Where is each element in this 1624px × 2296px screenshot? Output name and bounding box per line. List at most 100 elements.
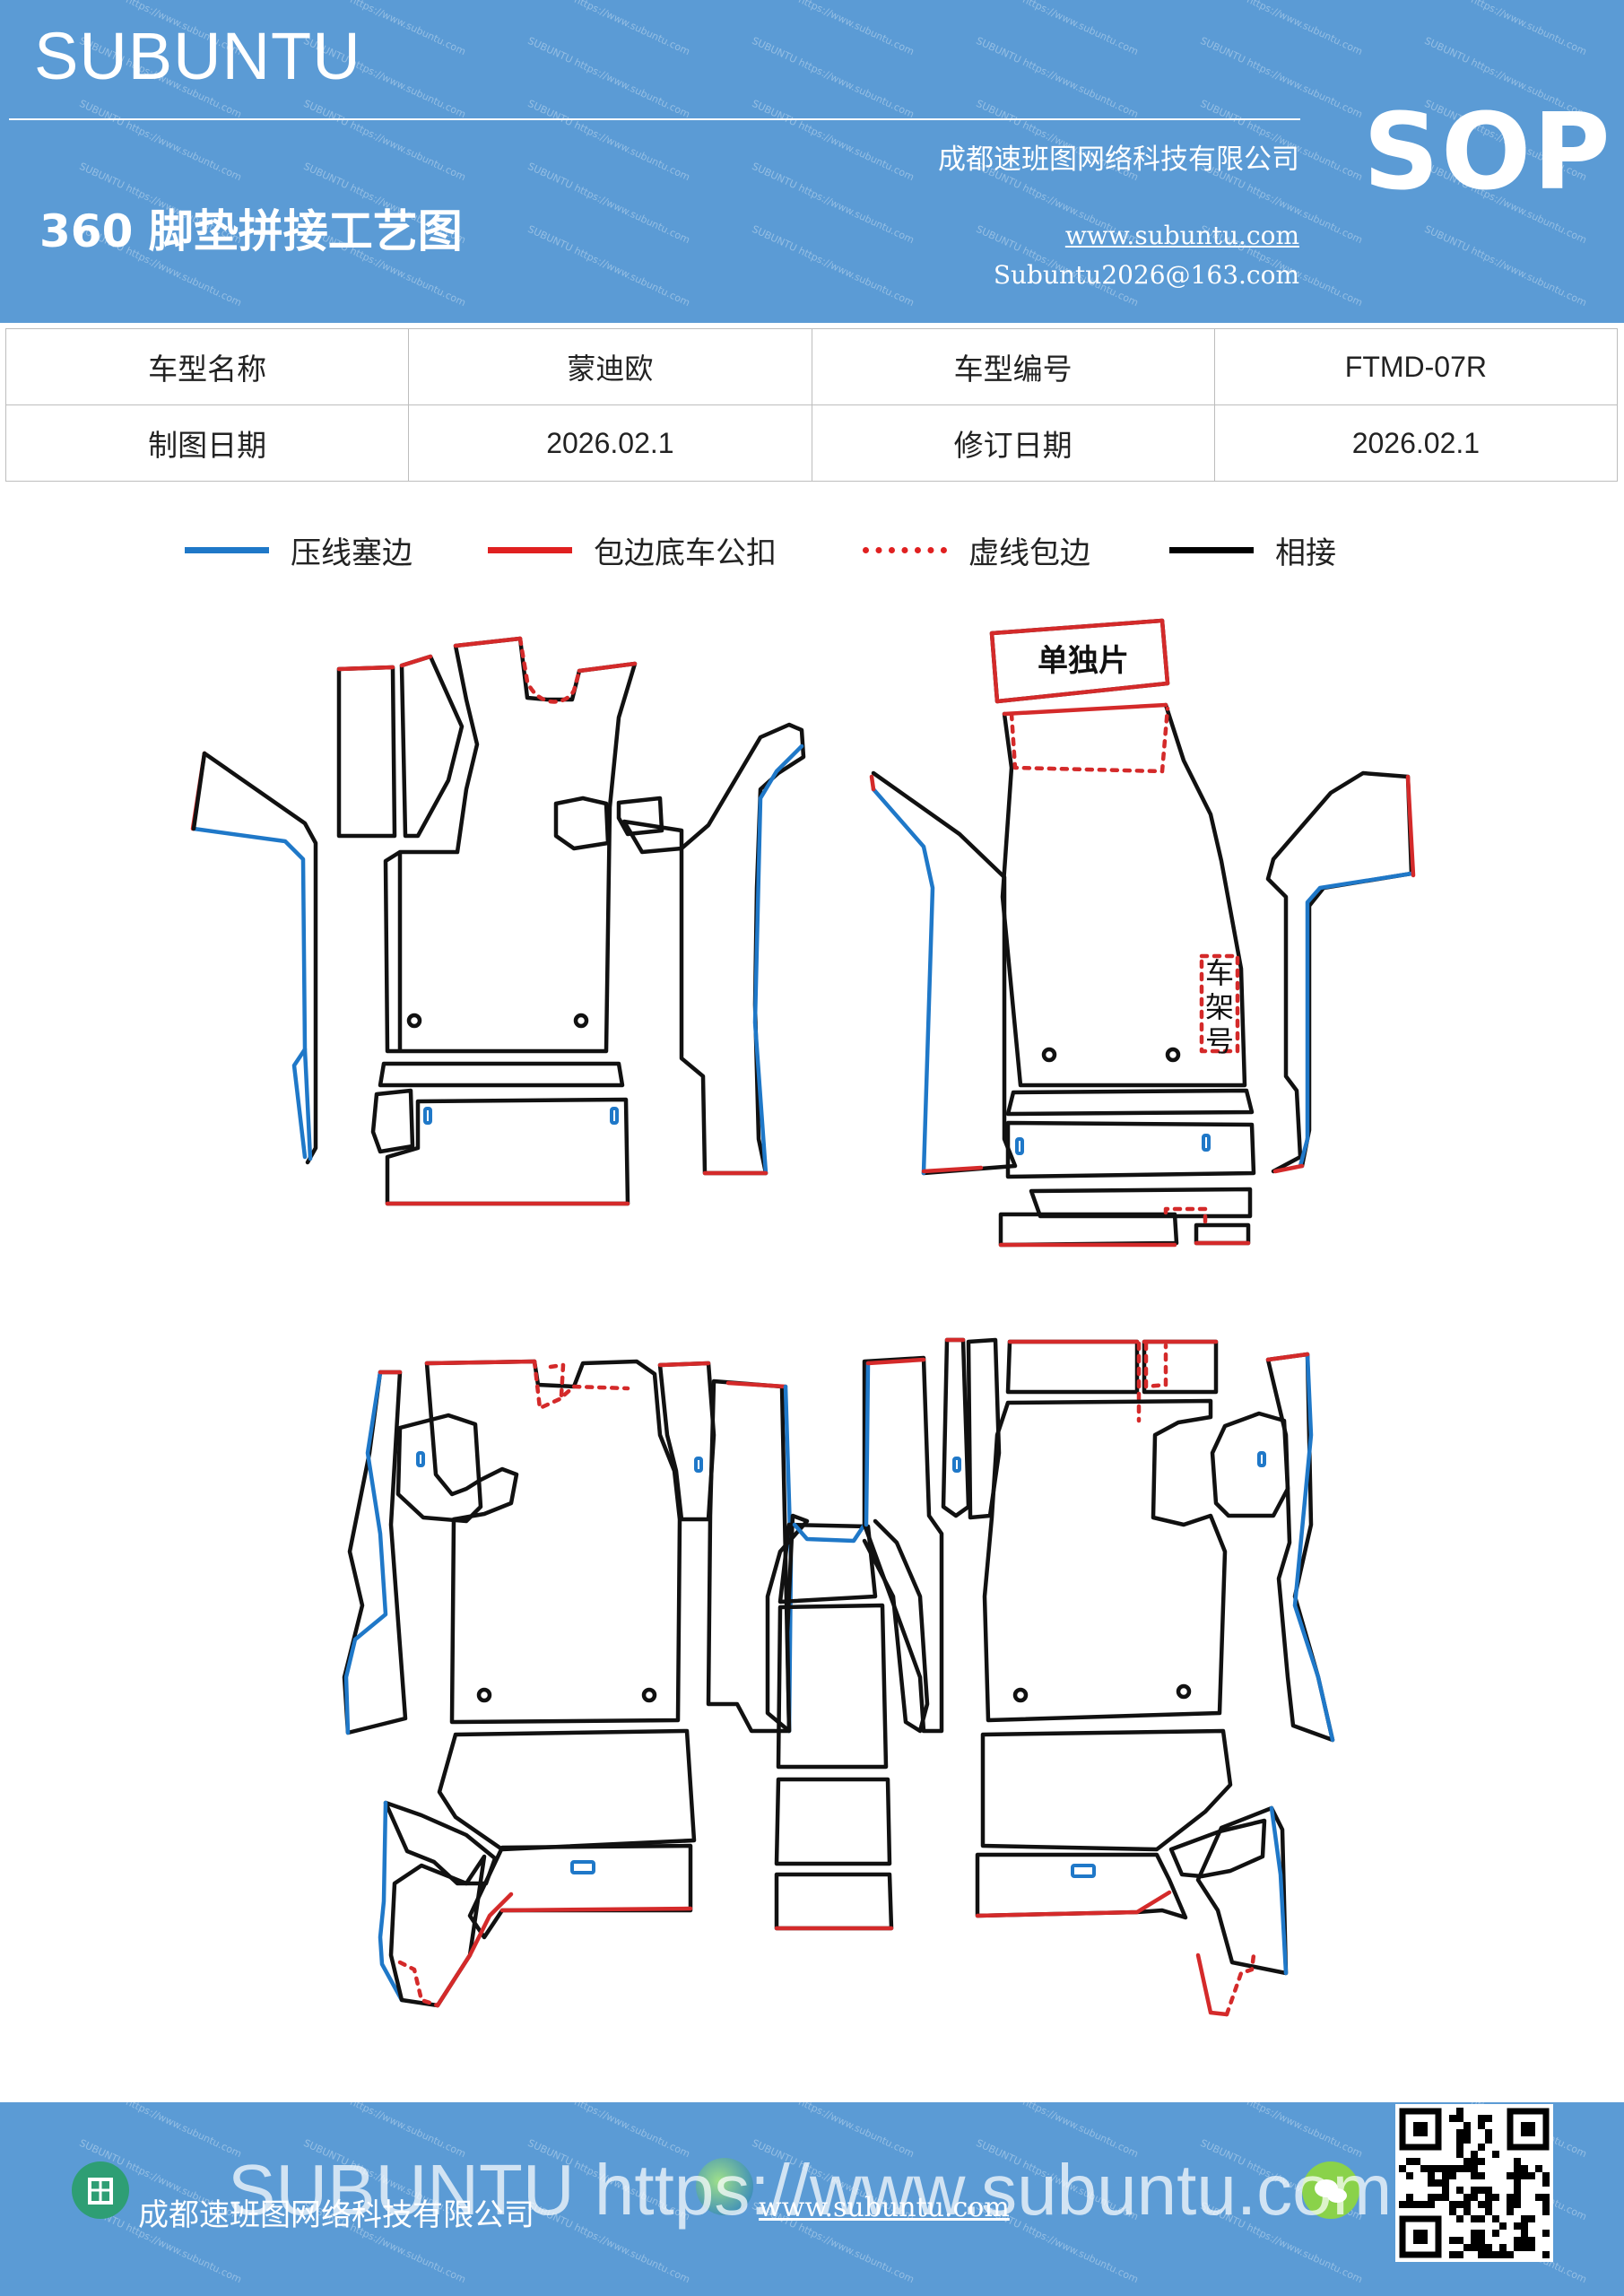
- qr-module: [1514, 2165, 1521, 2172]
- header-divider: [9, 118, 1300, 120]
- sop-badge: SOP: [1363, 90, 1612, 213]
- mat-piece-passenger-main: [1000, 702, 1247, 1088]
- qr-module: [1485, 2208, 1492, 2215]
- mat-piece-tunnel-lower: [774, 1777, 892, 1866]
- label-frame-number-1: 车: [1205, 956, 1234, 990]
- edge-wrap: [989, 618, 1170, 704]
- edge-press: [752, 744, 804, 1176]
- watermark-text: SUBUNTU https://www.subuntu.com: [525, 0, 692, 58]
- clip-slot: [423, 1107, 432, 1125]
- qr-module: [1428, 2172, 1435, 2179]
- qr-module: [1478, 2251, 1485, 2258]
- edge-dotted: [548, 1362, 566, 1398]
- qr-module: [1442, 2187, 1449, 2194]
- qr-module: [1471, 2158, 1478, 2165]
- legend-swatch-blue: [185, 546, 269, 553]
- qr-module: [1492, 2194, 1499, 2201]
- label-draw-date: 制图日期: [4, 404, 410, 482]
- qr-module: [1478, 2115, 1485, 2122]
- qr-module: [1449, 2115, 1456, 2122]
- qr-module: [1428, 2165, 1435, 2172]
- edge-press: [864, 1361, 871, 1527]
- edge-wrap: [1272, 1163, 1305, 1174]
- qr-module: [1406, 2194, 1413, 2201]
- building-icon: [72, 2161, 129, 2219]
- website-link[interactable]: www.subuntu.com: [1064, 221, 1299, 250]
- mat-piece-rear-right-top: [1005, 1339, 1140, 1395]
- mat-piece-rear-tray: [370, 1088, 415, 1154]
- edge-press: [1292, 1352, 1335, 1743]
- watermark-text: SUBUNTU https://www.subuntu.com: [750, 222, 916, 309]
- label-model-code: 车型编号: [811, 328, 1215, 405]
- edge-wrap: [869, 774, 876, 792]
- mat-hole: [476, 1687, 492, 1703]
- mat-hole: [573, 1013, 589, 1029]
- mat-piece-rear-right-strip: [941, 1337, 971, 1518]
- clip-slot: [952, 1457, 961, 1473]
- qr-module: [1478, 2201, 1485, 2208]
- qr-module: [1485, 2136, 1492, 2144]
- globe-icon: [696, 2158, 753, 2215]
- qr-module: [1471, 2165, 1478, 2172]
- edge-wrap: [921, 1165, 984, 1174]
- qr-module: [1478, 2158, 1485, 2165]
- qr-module: [1435, 2179, 1442, 2187]
- mat-piece-rear-left-sill: [706, 1378, 792, 1734]
- qr-module: [1456, 2215, 1463, 2222]
- qr-module: [1463, 2244, 1471, 2251]
- mat-piece-footrest: [616, 796, 684, 855]
- edge-wrap: [336, 665, 395, 672]
- qr-module: [1456, 2151, 1463, 2158]
- qr-module: [1478, 2122, 1485, 2129]
- table-row: 制图日期 2026.02.1 修订日期 2026.02.1: [4, 404, 1619, 482]
- qr-module: [1471, 2194, 1478, 2201]
- qr-module: [1442, 2179, 1449, 2187]
- clip-slot: [610, 1107, 619, 1125]
- qr-module: [1478, 2172, 1485, 2179]
- edge-press: [871, 787, 935, 1176]
- mat-piece-rear-left-main: [424, 1359, 682, 1725]
- watermark-text: SUBUNTU https://www.subuntu.com: [77, 97, 244, 184]
- qr-module: [1542, 2230, 1550, 2237]
- mat-group-center-tunnel: [765, 1513, 930, 1931]
- qr-module: [1528, 2172, 1535, 2179]
- mat-piece-sill: [378, 1061, 625, 1088]
- mat-hole: [641, 1687, 657, 1703]
- qr-module: [1456, 2136, 1463, 2144]
- qr-module: [1521, 2222, 1528, 2230]
- qr-module: [1507, 2172, 1514, 2179]
- qr-module: [1514, 2172, 1521, 2179]
- qr-module: [1463, 2165, 1471, 2172]
- qr-module: [1463, 2122, 1471, 2129]
- qr-module: [1463, 2158, 1471, 2165]
- legend-label: 包边底车公扣: [594, 535, 777, 571]
- brand-logo-text: SUBUNTU: [34, 19, 361, 93]
- qr-module: [1514, 2244, 1521, 2251]
- legend-item-dotted: 虚线包边: [863, 518, 1090, 581]
- document-title: 360 脚垫拼接工艺图: [39, 205, 463, 257]
- edge-wrap: [657, 1361, 711, 1368]
- footer-website-link[interactable]: www.subuntu.com: [759, 2192, 1010, 2223]
- qr-module: [1456, 2115, 1463, 2122]
- edge-wrap: [453, 636, 523, 648]
- qr-module: [1478, 2144, 1485, 2151]
- edge-press: [191, 826, 313, 1161]
- watermark-text: SUBUNTU https://www.subuntu.com: [1198, 0, 1365, 58]
- qr-module: [1499, 2251, 1507, 2258]
- qr-module: [1521, 2244, 1528, 2251]
- qr-module: [1428, 2194, 1435, 2201]
- edge-wrap: [577, 661, 638, 674]
- qr-module: [1449, 2237, 1456, 2244]
- wechat-icon: [1302, 2161, 1359, 2219]
- mat-piece-tunnel-mid: [776, 1603, 889, 1770]
- qr-module: [1535, 2194, 1542, 2201]
- qr-module: [1514, 2187, 1521, 2194]
- qr-module: [1428, 2201, 1435, 2208]
- edge-press: [378, 1800, 404, 2003]
- label-single-piece: 单独片: [1038, 643, 1129, 679]
- mat-piece-rear-strip: [998, 1212, 1179, 1248]
- qr-module: [1463, 2201, 1471, 2208]
- qr-module: [1456, 2144, 1463, 2151]
- mat-piece-pedal: [553, 796, 611, 851]
- qr-module: [1492, 2215, 1499, 2222]
